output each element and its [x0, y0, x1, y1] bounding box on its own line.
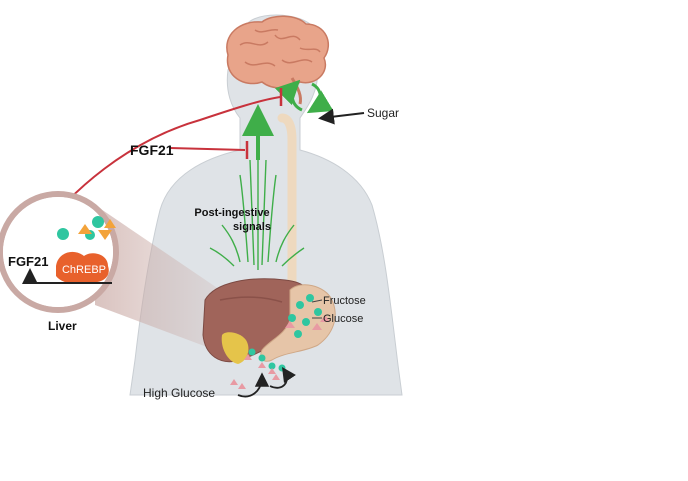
- post-ingestive-label-line2: signals: [233, 221, 271, 233]
- stomach-sugar-molecules: [285, 294, 330, 338]
- fgf21-inhibition-line-signals: [169, 147, 246, 151]
- chrebp-to-fgf21-arrow: [22, 268, 112, 284]
- chrebp-label: ChREBP: [62, 264, 106, 276]
- liver-inset: ChREBP FGF21: [0, 191, 119, 313]
- fructose-leader: [311, 299, 323, 303]
- sugar-arrow: [318, 108, 365, 125]
- inset-fructose-molecule: [104, 219, 116, 228]
- inset-glucose-molecule: [57, 228, 69, 240]
- sweet-taste-loop-arrow-left: [274, 79, 303, 112]
- liver-zoom-wedge: [95, 205, 235, 350]
- sugar-label: Sugar: [367, 106, 399, 120]
- fructose-label: Fructose: [323, 295, 366, 307]
- inset-glucose-molecule: [92, 216, 104, 228]
- post-ingestive-signal-rays: [209, 125, 305, 270]
- inset-fructose-molecule: [78, 224, 92, 234]
- inset-fructose-molecule: [98, 230, 112, 240]
- chrebp-protein: [56, 251, 109, 284]
- sweet-taste-loop-arrow-right: [306, 82, 334, 114]
- liver-label: Liver: [48, 319, 77, 333]
- glucose-label: Glucose: [323, 313, 363, 325]
- high-glucose-label: High Glucose: [143, 386, 215, 400]
- post-ingestive-label-line1: Post-ingestive: [194, 207, 269, 219]
- stomach: [260, 284, 336, 362]
- fgf21-inset-label: FGF21: [8, 254, 48, 269]
- high-glucose-arrow-right: [269, 367, 296, 389]
- liver-lobe-line: [219, 296, 283, 303]
- intestine-sugar-molecules: [230, 348, 286, 389]
- brain: [226, 15, 329, 105]
- fgf21-top-label: FGF21: [130, 142, 174, 158]
- high-glucose-arrow-left: [237, 372, 270, 398]
- gallbladder: [221, 332, 249, 364]
